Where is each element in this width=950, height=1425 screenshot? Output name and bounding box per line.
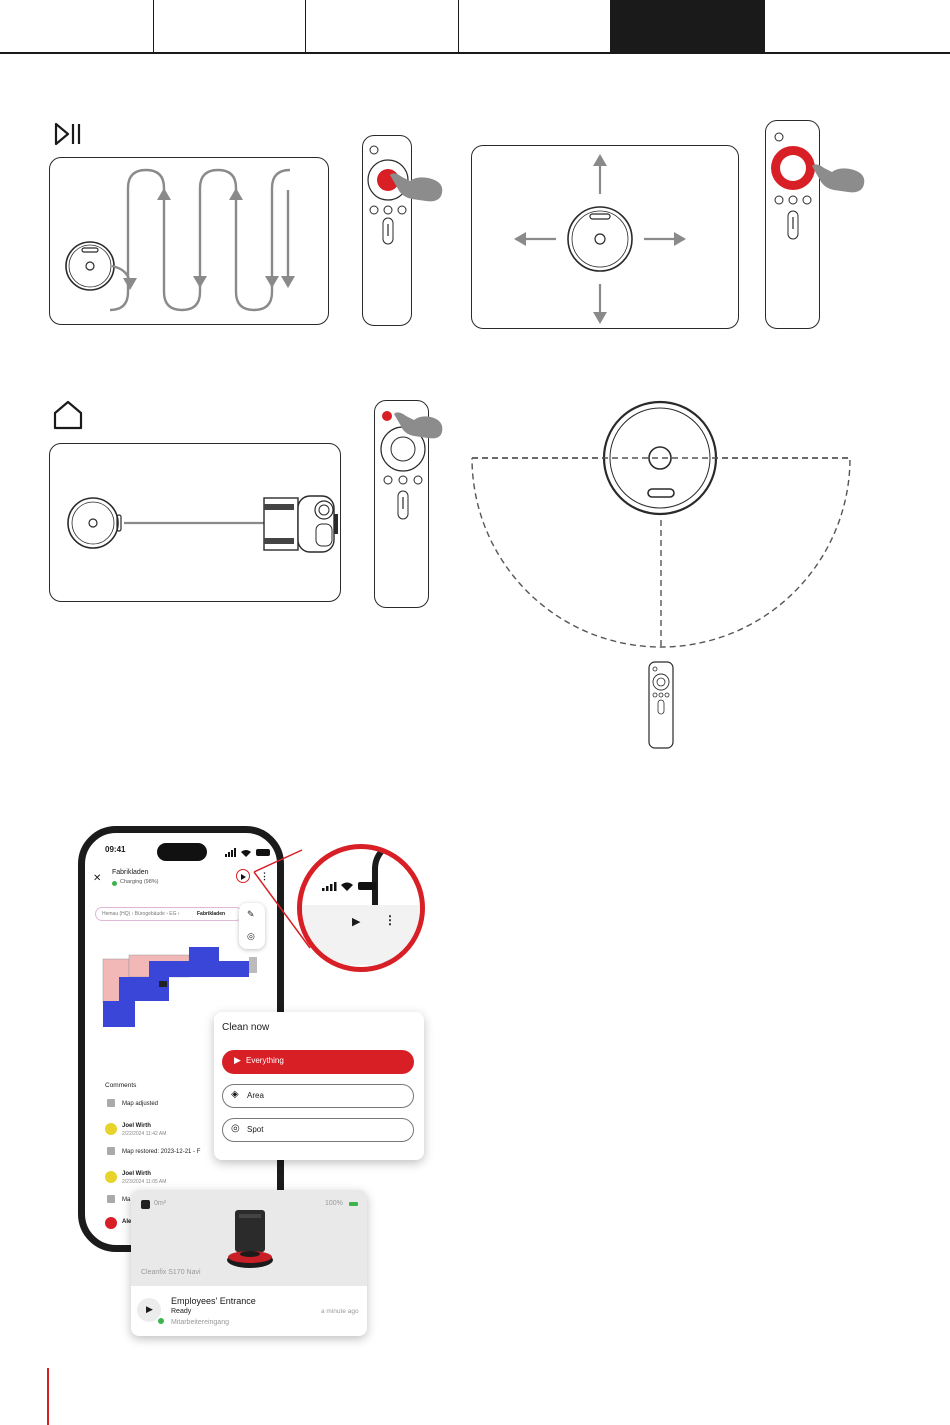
remote-control-play <box>362 135 412 326</box>
check-icon <box>107 1147 115 1155</box>
comment-text: Ma <box>122 1197 131 1203</box>
check-icon <box>107 1099 115 1107</box>
robot-state: Ready <box>171 1308 192 1315</box>
breadcrumb-path: Hemau (HQ) › Bürogebäude › EG › <box>102 910 180 917</box>
comment-author: Ale <box>122 1219 132 1225</box>
play-icon[interactable]: ▶ <box>352 916 361 928</box>
comment-time: 2/23/2024 11:05 AM <box>122 1179 167 1185</box>
edit-icon[interactable]: ✎ <box>247 909 255 919</box>
play-pause-icon <box>54 122 82 151</box>
home-icon <box>52 400 84 435</box>
avatar <box>105 1217 117 1229</box>
zigzag-cleaning-diagram <box>49 157 329 325</box>
battery-value: 100% <box>325 1200 343 1207</box>
docking-station-icon <box>263 495 338 553</box>
comments-heading: Comments <box>105 1082 137 1089</box>
zoomed-header <box>302 905 420 965</box>
robot-product-image <box>225 1208 275 1275</box>
battery-icon <box>349 1202 358 1206</box>
status-dot <box>158 1318 164 1324</box>
remote-range-diagram <box>470 400 852 760</box>
zoom-callout <box>236 848 432 972</box>
map-tools: ✎ ◎ <box>239 903 265 949</box>
area-button[interactable]: ◈ Area <box>222 1084 414 1108</box>
play-icon: ▶ <box>234 1055 241 1065</box>
more-menu-icon[interactable]: ⋮ <box>384 913 396 927</box>
clean-now-popup: Clean now ▶ Everything ◈ Area ◎ Spot <box>214 1012 424 1160</box>
robot-vacuum-icon <box>602 400 718 516</box>
status-time: 09:41 <box>105 845 126 854</box>
charging-status: Charging (98%) <box>120 879 159 885</box>
remote-control-direction <box>765 120 820 329</box>
dynamic-island <box>157 843 207 861</box>
clean-now-title: Clean now <box>222 1022 270 1033</box>
robot-vacuum-icon <box>67 497 122 549</box>
close-icon[interactable]: ✕ <box>93 873 102 884</box>
remote-control-home <box>374 400 429 608</box>
chapter-tab-4 <box>459 0 611 52</box>
breadcrumb[interactable]: Hemau (HQ) › Bürogebäude › EG › Fabrikla… <box>95 907 243 921</box>
play-button[interactable] <box>236 869 250 883</box>
area-label: Area <box>247 1091 264 1100</box>
chapter-tab-5-active <box>611 0 765 52</box>
signal-wifi-battery-icon <box>225 845 273 863</box>
comment-time: 2/22/2024 11:42 AM <box>122 1131 167 1137</box>
return-to-dock-diagram <box>49 443 341 602</box>
everything-button[interactable]: ▶ Everything <box>222 1050 414 1074</box>
more-menu-icon[interactable]: ⋮ <box>260 871 269 881</box>
robot-vacuum-icon <box>567 206 633 272</box>
robot-vacuum-icon <box>65 241 115 291</box>
spot-label: Spot <box>247 1125 264 1134</box>
layers-icon: ◈ <box>231 1089 239 1100</box>
everything-label: Everything <box>246 1056 284 1065</box>
robot-status-card[interactable]: 0m² 100% Cleanfix S170 Navi ▶ Employees'… <box>131 1190 367 1336</box>
locate-icon[interactable]: ◎ <box>247 931 255 941</box>
pointing-hand-icon <box>392 408 444 447</box>
area-value: 0m² <box>154 1200 167 1207</box>
play-button[interactable]: ▶ <box>137 1298 161 1322</box>
chapter-tabs <box>0 0 950 54</box>
breadcrumb-current: Fabrikladen <box>197 910 226 917</box>
spot-icon: ◎ <box>231 1123 240 1134</box>
room-title: Fabrikladen <box>112 869 149 876</box>
remote-control-icon <box>648 661 674 749</box>
signal-wifi-battery-icon <box>322 879 378 897</box>
robot-location: Mitarbeitereingang <box>171 1319 229 1326</box>
comment-text: Map adjusted <box>122 1101 159 1107</box>
area-icon <box>141 1200 150 1209</box>
avatar <box>105 1171 117 1183</box>
chapter-tab-1 <box>0 0 154 52</box>
avatar <box>105 1123 117 1135</box>
pointing-hand-icon <box>810 160 866 201</box>
spot-button[interactable]: ◎ Spot <box>222 1118 414 1142</box>
comment-text: Map restored: 2023-12-21 - F <box>122 1149 201 1155</box>
page-margin-accent <box>47 1368 49 1425</box>
comment-author: Joel Wirth <box>122 1171 151 1177</box>
check-icon <box>107 1195 115 1203</box>
task-name: Employees' Entrance <box>171 1296 256 1306</box>
pointing-hand-icon <box>388 167 446 210</box>
status-dot <box>112 881 117 886</box>
comment-author: Joel Wirth <box>122 1123 151 1129</box>
directional-move-diagram <box>471 145 739 329</box>
floor-map[interactable] <box>99 941 259 1033</box>
last-update: a minute ago <box>321 1308 359 1315</box>
robot-model: Cleanfix S170 Navi <box>141 1269 201 1276</box>
zoomed-toolbar: ▶ ⋮ <box>297 844 425 972</box>
play-icon: ▶ <box>146 1304 153 1314</box>
chapter-tab-3 <box>306 0 459 52</box>
chapter-tab-2 <box>154 0 306 52</box>
